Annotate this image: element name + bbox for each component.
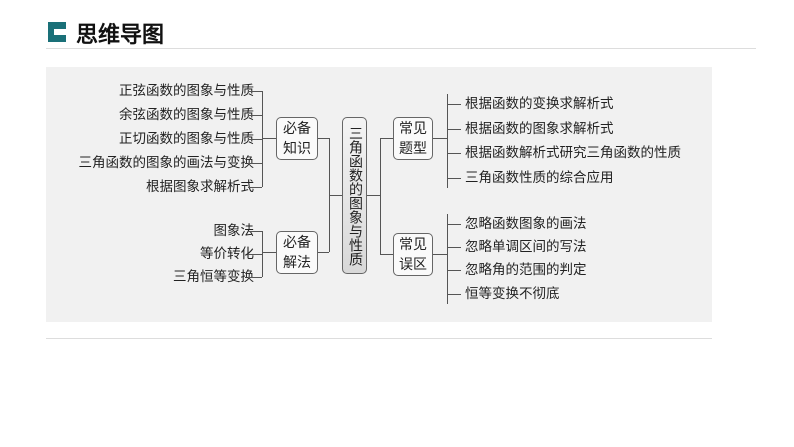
connector-line [433, 138, 447, 139]
category-box: 必备解法 [276, 231, 318, 274]
connector-line [447, 270, 461, 271]
connector-line [380, 254, 393, 255]
category-box: 必备知识 [276, 117, 318, 160]
category-box: 常见误区 [393, 233, 433, 276]
connector-line [262, 252, 276, 253]
connector-line [447, 129, 461, 130]
left-branch-item: 等价转化 [200, 246, 254, 262]
connector-line [248, 254, 262, 255]
right-branch-item: 根据函数解析式研究三角函数的性质 [465, 145, 681, 161]
connector-line [248, 187, 262, 188]
connector-line [248, 277, 262, 278]
connector-line [248, 163, 262, 164]
bracket-line [380, 138, 381, 254]
connector-line [262, 138, 276, 139]
connector-line [248, 139, 262, 140]
category-box: 常见题型 [393, 117, 433, 160]
connector-line [447, 247, 461, 248]
right-branch-item: 恒等变换不彻底 [465, 286, 560, 302]
page-title: 思维导图 [76, 23, 165, 48]
connector-line [248, 91, 262, 92]
connector-line [447, 104, 461, 105]
bracket-line [447, 94, 448, 188]
connector-line [329, 195, 342, 196]
connector-line [318, 252, 329, 253]
right-branch-item: 忽略角的范围的判定 [465, 262, 587, 278]
connector-line [433, 254, 447, 255]
connector-line [318, 138, 329, 139]
section-icon [48, 22, 66, 42]
right-branch-item: 三角函数性质的综合应用 [465, 170, 614, 186]
left-branch-item: 正弦函数的图象与性质 [119, 83, 254, 99]
connector-line [380, 138, 393, 139]
center-topic: 三角函数的图象与性质 [342, 117, 367, 274]
connector-line [248, 231, 262, 232]
connector-line [447, 153, 461, 154]
left-branch-item: 三角函数的图象的画法与变换 [78, 155, 255, 171]
connector-line [447, 178, 461, 179]
right-branch-item: 忽略单调区间的写法 [465, 239, 587, 255]
right-branch-item: 忽略函数图象的画法 [465, 216, 587, 232]
connector-line [367, 195, 380, 196]
divider [46, 48, 756, 49]
divider [46, 338, 712, 339]
left-branch-item: 正切函数的图象与性质 [119, 131, 254, 147]
right-branch-item: 根据函数的变换求解析式 [465, 96, 614, 112]
left-branch-item: 余弦函数的图象与性质 [119, 107, 254, 123]
left-branch-item: 图象法 [213, 223, 255, 239]
bracket-line [447, 214, 448, 304]
right-branch-item: 根据函数的图象求解析式 [465, 121, 614, 137]
left-branch-item: 根据图象求解析式 [146, 179, 254, 195]
connector-line [447, 294, 461, 295]
connector-line [447, 224, 461, 225]
mindmap-panel [46, 67, 712, 322]
left-branch-item: 三角恒等变换 [173, 269, 254, 285]
bracket-line [262, 231, 263, 277]
bracket-line [262, 91, 263, 187]
connector-line [248, 115, 262, 116]
